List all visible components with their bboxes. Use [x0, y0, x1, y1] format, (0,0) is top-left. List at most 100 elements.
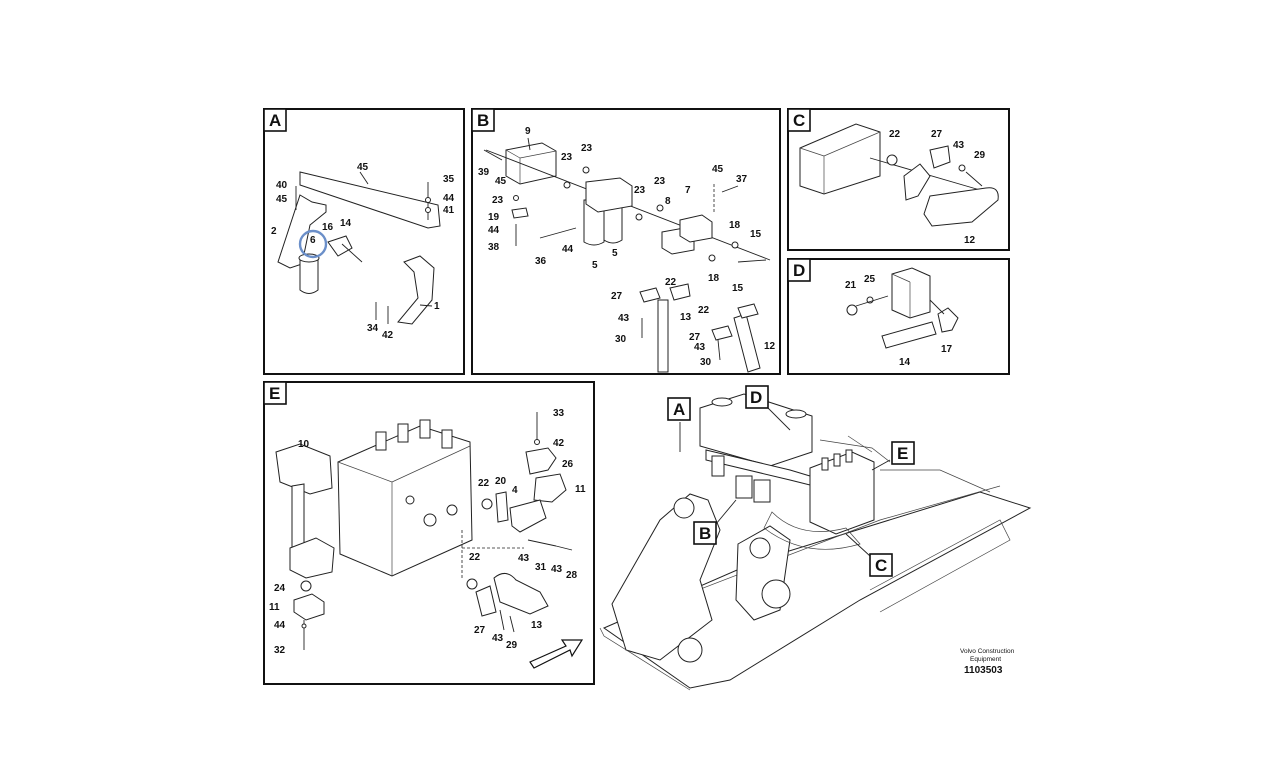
- callout-a-6: 6: [310, 235, 316, 246]
- panel-c-tag-box: [787, 108, 811, 132]
- callout-e-33: 33: [553, 408, 565, 419]
- overview-tag-b-box: [693, 521, 717, 545]
- tank-cap: [711, 397, 733, 407]
- figure-reference-number: 1103503: [964, 665, 1003, 676]
- callout-b-7: 7: [685, 185, 691, 196]
- part-clamp: [639, 287, 661, 303]
- part-fitting: [737, 259, 767, 263]
- tag-leader: [715, 499, 737, 525]
- part-flange-half: [475, 585, 497, 617]
- tank: [699, 393, 813, 467]
- part-clamp-half: [293, 593, 325, 621]
- washer: [708, 254, 716, 262]
- frame-edge: [619, 485, 1001, 621]
- panel-b: B: [471, 108, 781, 375]
- callout-b-23c: 23: [492, 195, 504, 206]
- panel-c: C 22 27 43 29 12: [787, 108, 1010, 251]
- part-filter: [299, 257, 319, 294]
- panel-d-tag: D: [793, 261, 805, 280]
- overview-tag-b: B: [699, 524, 711, 543]
- pivot: [677, 637, 703, 663]
- washer: [563, 181, 571, 189]
- valve-spool: [845, 449, 853, 463]
- callout-a-14: 14: [340, 218, 352, 229]
- callout-b-27: 27: [611, 291, 623, 302]
- washer: [731, 241, 739, 249]
- callout-e-32: 32: [274, 645, 286, 656]
- filter: [711, 455, 725, 477]
- panel-e-tag: E: [269, 384, 280, 403]
- callout-a-45: 45: [276, 194, 288, 205]
- callout-b-38: 38: [488, 242, 500, 253]
- callout-d-14: 14: [899, 357, 911, 368]
- part-adapter: [495, 491, 509, 523]
- part-flange: [533, 473, 567, 503]
- callout-e-44: 44: [274, 620, 286, 631]
- callout-e-11: 11: [575, 484, 586, 495]
- callout-e-10: 10: [298, 439, 310, 450]
- callout-c-43: 43: [953, 140, 965, 151]
- part-tube: [493, 573, 549, 615]
- valve-port: [405, 495, 415, 505]
- callout-e-42: 42: [553, 438, 565, 449]
- callout-b-23e: 23: [654, 176, 666, 187]
- overview-tag-a: A: [673, 400, 685, 419]
- callout-b-37: 37: [736, 174, 748, 185]
- seal-ring: [481, 498, 493, 510]
- panel-a: A 45 40 45 2 35 44 41 16 14 6 34 42: [263, 108, 465, 375]
- washer: [635, 213, 643, 221]
- tag-leader: [871, 459, 891, 471]
- callout-e-43b: 43: [551, 564, 563, 575]
- callout-e-43: 43: [518, 553, 530, 564]
- part-flange: [275, 443, 333, 495]
- swivel-ring: [763, 511, 861, 550]
- overview-tag-d-box: [745, 385, 769, 409]
- callout-e-11b: 11: [269, 602, 280, 613]
- overview-tag-e-box: [891, 441, 915, 465]
- part-hose: [657, 299, 669, 373]
- callout-a-34: 34: [367, 323, 379, 334]
- valve-spool: [375, 431, 387, 451]
- part-valve-block: [505, 142, 557, 185]
- panel-d: D 21 25 14 17: [787, 258, 1010, 375]
- part-bolt: [539, 227, 577, 239]
- leader: [527, 137, 531, 151]
- edge: [337, 461, 393, 483]
- callout-e-29: 29: [506, 640, 518, 651]
- edge: [891, 273, 911, 283]
- leader: [419, 304, 433, 307]
- direction-arrow: [529, 639, 584, 669]
- control-valve: [809, 451, 875, 535]
- pivot: [749, 537, 771, 559]
- callout-e-24: 24: [274, 583, 286, 594]
- panel-d-tag-box: [787, 258, 811, 282]
- overview-tag-a-box: [667, 397, 691, 421]
- panel-b-tag: B: [477, 111, 489, 130]
- washer: [425, 207, 431, 213]
- base-frame: [602, 491, 1032, 689]
- callout-b-43b: 43: [694, 342, 706, 353]
- panel-a-tag-box: [263, 108, 287, 132]
- callout-a-44: 44: [443, 193, 455, 204]
- callout-e-27: 27: [474, 625, 486, 636]
- part-clamp: [511, 207, 529, 219]
- overview-tag-c-box: [869, 553, 893, 577]
- part-bolt: [499, 609, 505, 631]
- callout-b-30b: 30: [700, 357, 712, 368]
- washer: [582, 166, 590, 174]
- washer: [534, 439, 540, 445]
- edge: [799, 147, 825, 157]
- hose: [847, 435, 873, 453]
- callout-b-23: 23: [581, 143, 593, 154]
- callout-b-44: 44: [488, 225, 500, 236]
- washer: [513, 195, 519, 201]
- callout-b-44b: 44: [562, 244, 574, 255]
- callout-c-22: 22: [889, 129, 901, 140]
- part-flange: [289, 537, 335, 579]
- part-bolt: [721, 185, 739, 193]
- valve-spool: [397, 423, 409, 443]
- part-plug: [846, 304, 858, 316]
- frame-rail: [869, 519, 1011, 613]
- callout-b-5: 5: [592, 260, 598, 271]
- filter: [753, 479, 771, 503]
